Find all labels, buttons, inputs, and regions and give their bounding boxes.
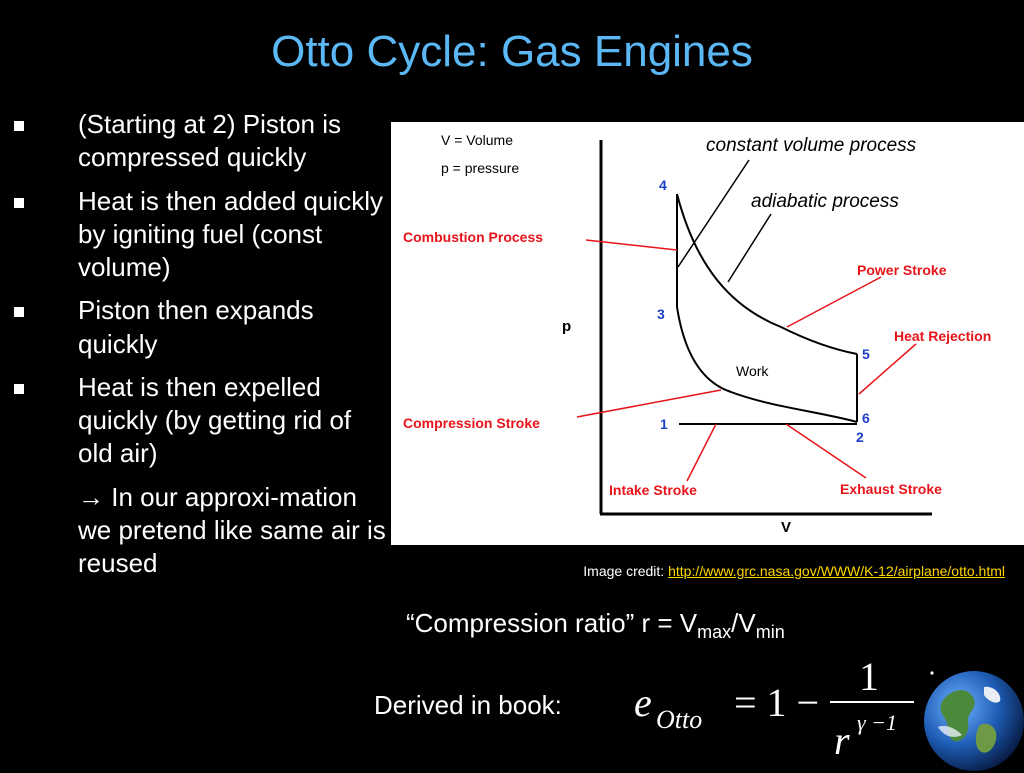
- derived-label: Derived in book:: [374, 690, 562, 720]
- formula-e: e: [634, 680, 652, 725]
- square-bullet-icon: [14, 197, 24, 208]
- exhaust-stroke-label: Exhaust Stroke: [840, 481, 942, 497]
- credit-link[interactable]: http://www.grc.nasa.gov/WWW/K-12/airplan…: [668, 563, 1005, 579]
- ratio-sub-max: max: [697, 622, 732, 642]
- y-axis-label: p: [562, 318, 571, 335]
- power-stroke-label: Power Stroke: [857, 262, 947, 278]
- intake-stroke-label: Intake Stroke: [609, 482, 697, 498]
- credit-prefix: Image credit:: [583, 563, 669, 579]
- bullet-text: Heat is then added quickly by igniting f…: [78, 185, 383, 283]
- work-label: Work: [736, 363, 769, 379]
- formula-numerator: 1: [859, 654, 879, 699]
- point-6: 6: [862, 410, 870, 426]
- constant-volume-pointer: [677, 159, 750, 268]
- bullet-text: (Starting at 2) Piston is compressed qui…: [78, 109, 341, 173]
- ratio-text: “Compression ratio” r = V: [406, 608, 698, 638]
- sub-bullet-text: → In our approxi-mation we pretend like …: [78, 481, 386, 579]
- point-2: 2: [856, 429, 864, 445]
- slide-title: Otto Cycle: Gas Engines: [271, 27, 753, 76]
- bullet-item: Heat is then added quickly by igniting f…: [10, 185, 390, 285]
- point-3: 3: [657, 306, 665, 322]
- earth-globe-icon: [924, 671, 1024, 771]
- adiabatic-pointer: [727, 213, 772, 283]
- heat-rejection-label: Heat Rejection: [894, 328, 991, 344]
- square-bullet-icon: [14, 383, 24, 394]
- compression-curve: [676, 194, 858, 423]
- compression-ratio: “Compression ratio” r = Vmax/Vmin: [406, 608, 785, 643]
- formula-e-sub: Otto: [656, 705, 702, 734]
- square-bullet-icon: [14, 307, 24, 318]
- point-5: 5: [862, 346, 870, 362]
- diagram-background: [391, 122, 1024, 545]
- formula-r: r: [834, 718, 850, 760]
- bullet-item: Heat is then expelled quickly (by gettin…: [10, 371, 390, 471]
- red-pointers: [576, 239, 917, 482]
- point-1: 1: [660, 416, 668, 432]
- expansion-curve: [676, 193, 858, 355]
- bullet-item: Piston then expands quickly: [10, 294, 390, 361]
- legend-volume: V = Volume: [441, 132, 513, 148]
- formula-exponent: γ −1: [857, 710, 897, 735]
- x-axis-label: V: [781, 519, 791, 536]
- legend-pressure: p = pressure: [441, 160, 519, 176]
- otto-efficiency-formula: e Otto = 1 − 1 r γ −1: [634, 654, 914, 760]
- point-4: 4: [659, 177, 667, 193]
- compression-stroke-label: Compression Stroke: [403, 415, 540, 431]
- combustion-label: Combustion Process: [403, 229, 543, 245]
- ratio-sub-min: min: [755, 622, 785, 642]
- adiabatic-label: adiabatic process: [751, 191, 899, 212]
- bullet-list: (Starting at 2) Piston is compressed qui…: [10, 108, 390, 590]
- bullet-text: Heat is then expelled quickly (by gettin…: [78, 371, 352, 469]
- constant-volume-label: constant volume process: [706, 135, 917, 156]
- ratio-slash: /V: [731, 608, 756, 638]
- sub-bullet-item: → In our approxi-mation we pretend like …: [10, 481, 390, 581]
- bullet-text: Piston then expands quickly: [78, 295, 314, 359]
- formula-equals-one-minus: = 1 −: [734, 680, 819, 725]
- pv-diagram: V = Volume p = pressure p V 4 3 5 6 1 2 …: [391, 122, 1024, 545]
- image-credit: Image credit: http://www.grc.nasa.gov/WW…: [583, 563, 1005, 579]
- bullet-item: (Starting at 2) Piston is compressed qui…: [10, 108, 390, 175]
- square-bullet-icon: [14, 121, 24, 131]
